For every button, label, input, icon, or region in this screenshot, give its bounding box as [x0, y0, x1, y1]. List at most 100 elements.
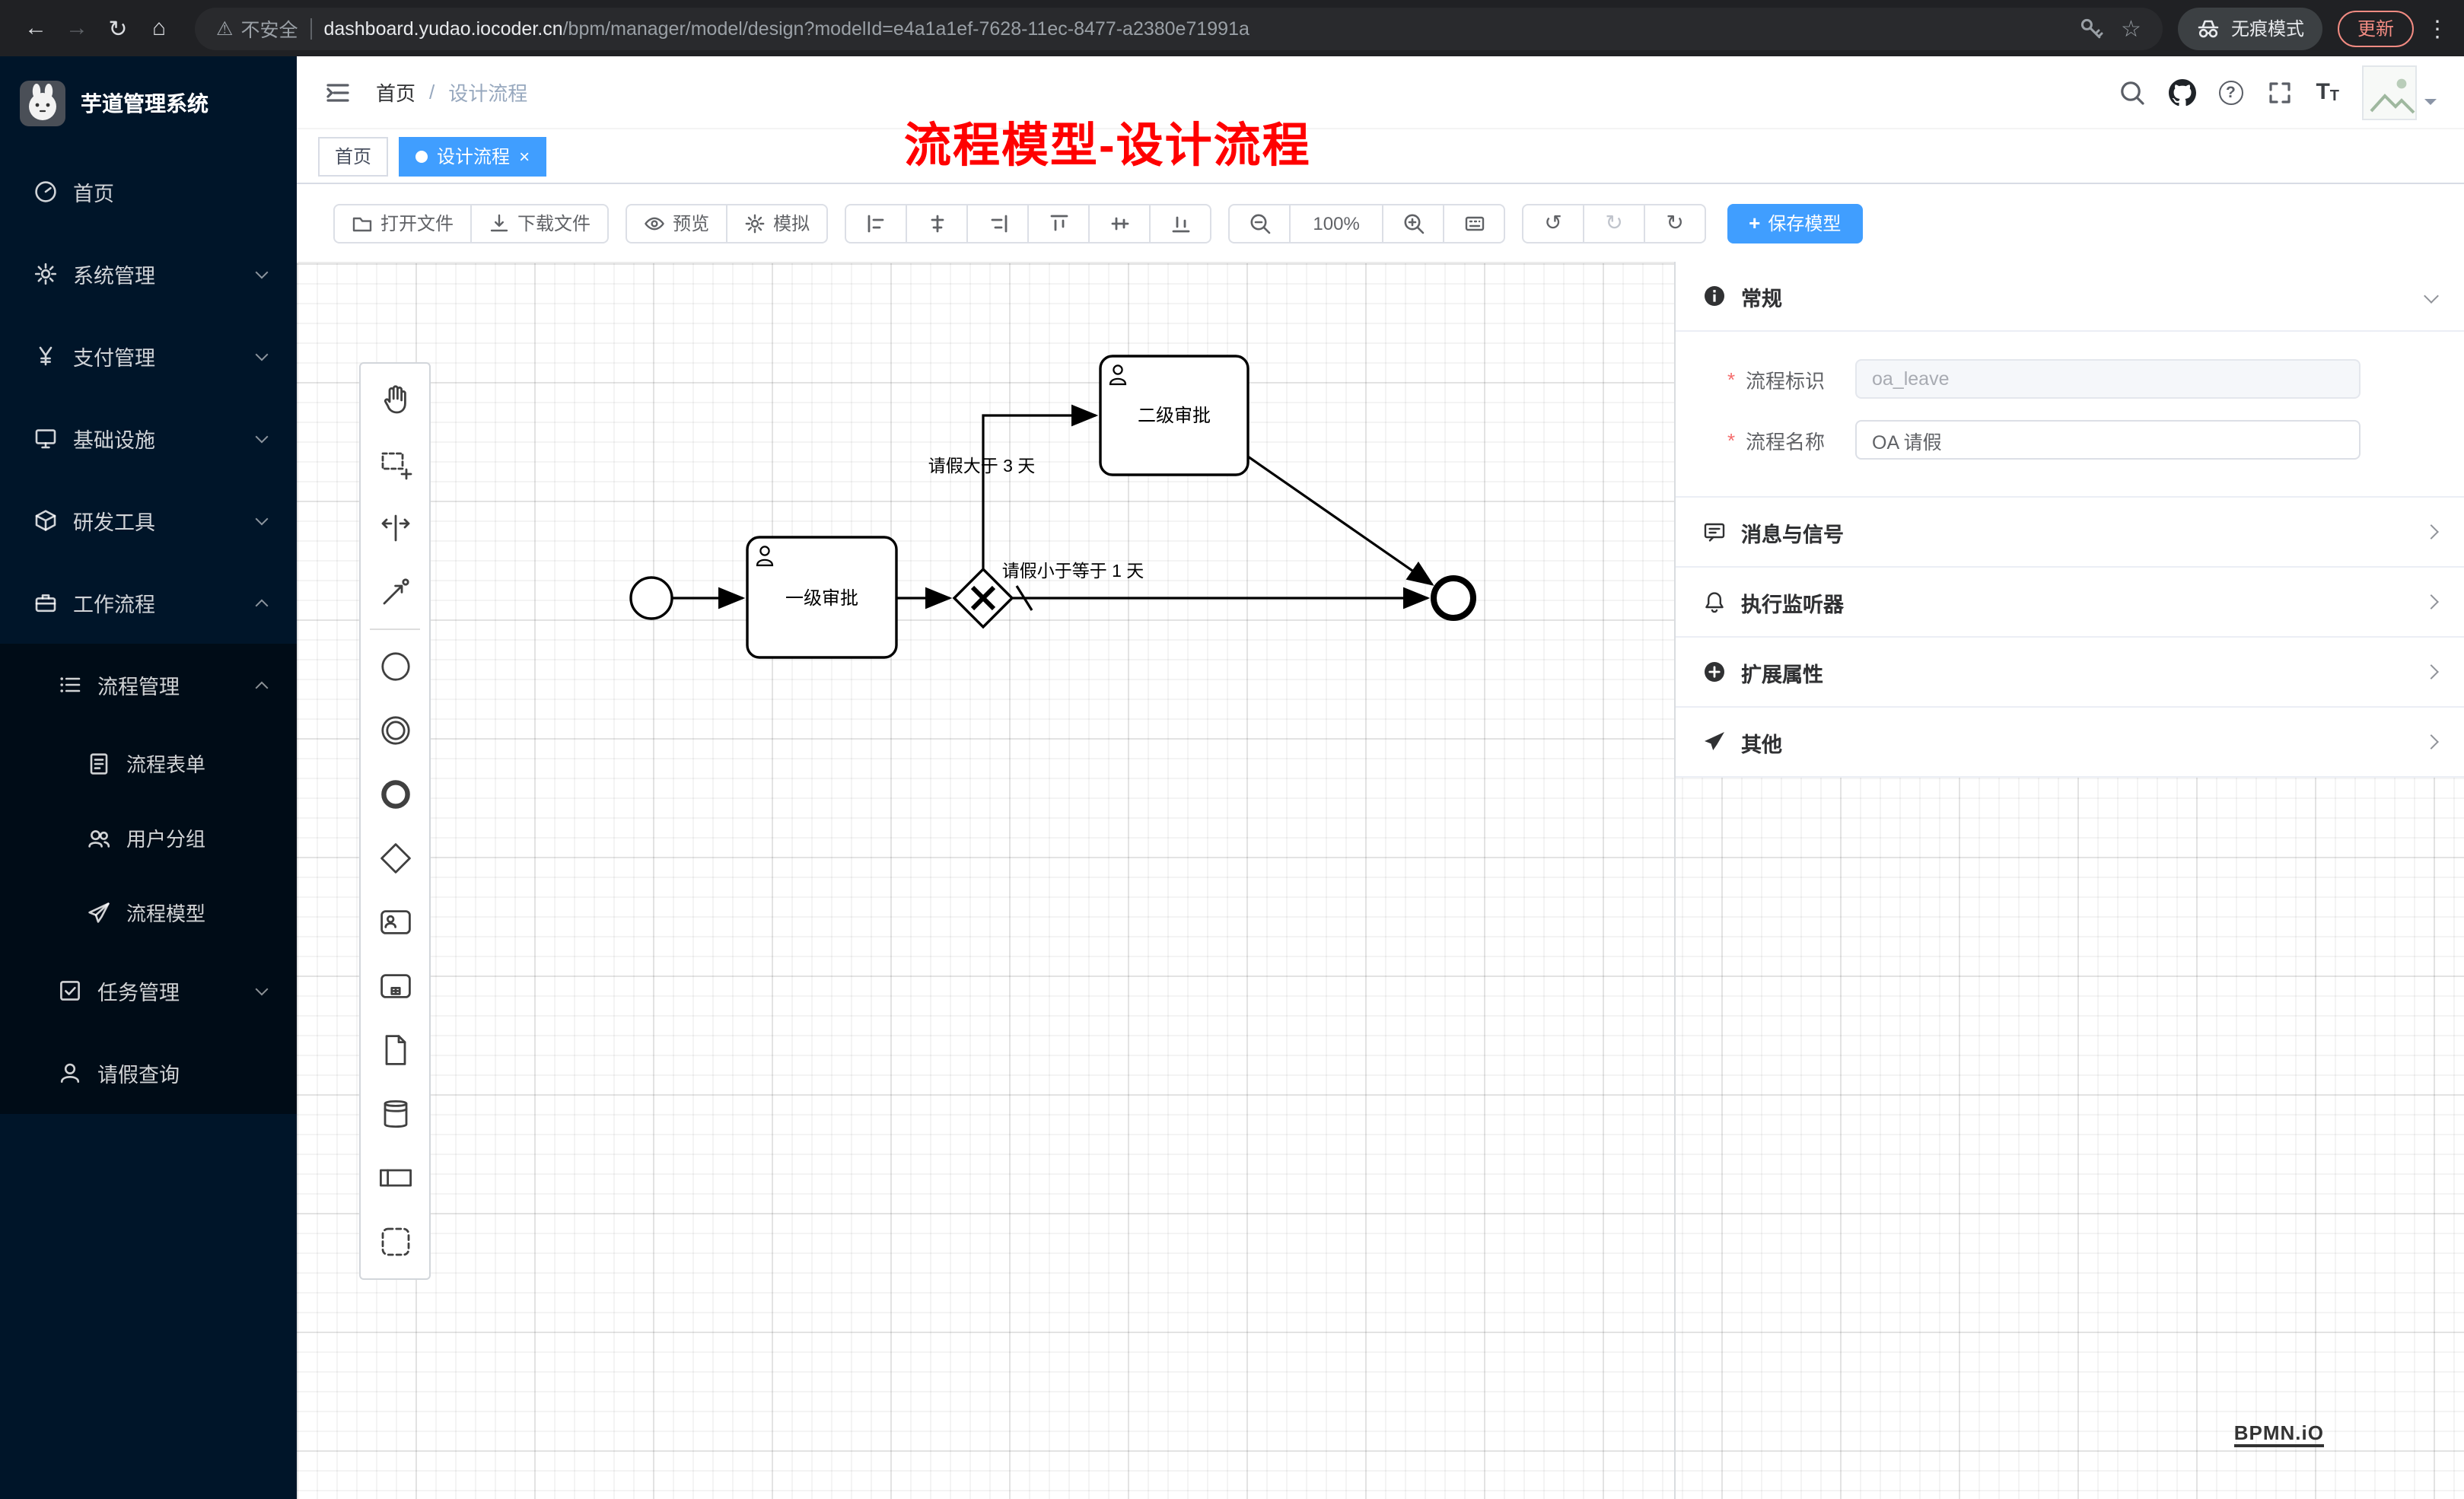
- sidebar-item-user-group[interactable]: 用户分组: [0, 800, 297, 875]
- sidebar-item-process-model[interactable]: 流程模型: [0, 875, 297, 950]
- user-avatar[interactable]: [2362, 65, 2437, 119]
- app-title: 芋道管理系统: [81, 91, 209, 116]
- sidebar-item-home[interactable]: 首页: [0, 151, 297, 233]
- section-extended-attrs[interactable]: 扩展属性: [1676, 638, 2464, 708]
- sidebar-item-system[interactable]: 系统管理: [0, 233, 297, 315]
- zoom-out-button[interactable]: [1228, 203, 1291, 243]
- browser-update-button[interactable]: 更新: [2337, 10, 2414, 46]
- user-task-icon: [759, 546, 770, 556]
- save-model-button[interactable]: + 保存模型: [1727, 203, 1863, 243]
- key-icon[interactable]: [2078, 16, 2103, 40]
- required-mark: *: [1727, 368, 1736, 390]
- restart-button[interactable]: ↻: [1644, 203, 1707, 243]
- chevron-down-icon: [2424, 98, 2437, 110]
- app-logo[interactable]: 芋道管理系统: [0, 56, 297, 151]
- refresh-icon[interactable]: ↻: [108, 16, 128, 42]
- sidebar-item-leave-query[interactable]: 请假查询: [0, 1032, 297, 1114]
- sidebar-item-process-form[interactable]: 流程表单: [0, 726, 297, 800]
- flow-gateway-to-task2[interactable]: [982, 404, 1099, 569]
- global-connect-tool-icon[interactable]: [361, 560, 429, 624]
- flow-label-le1[interactable]: 请假小于等于 1 天: [1002, 561, 1144, 581]
- preview-button[interactable]: 预览: [626, 203, 728, 243]
- task-label: 二级审批: [1138, 406, 1211, 426]
- fullscreen-icon[interactable]: [2265, 78, 2293, 106]
- align-left-button[interactable]: [845, 203, 908, 243]
- start-event-icon[interactable]: [361, 635, 429, 699]
- sidebar-item-label: 基础设施: [73, 429, 155, 452]
- bpmn-diagram: 请假大于 3 天 请假小于等于 1 天 一级审批 二级审批: [629, 355, 1476, 659]
- hand-tool-icon[interactable]: [361, 368, 429, 432]
- user-icon: [60, 1063, 80, 1083]
- process-name-input[interactable]: [1855, 420, 2361, 460]
- sidebar-item-workflow[interactable]: 工作流程: [0, 562, 297, 644]
- flow-label-gt3[interactable]: 请假大于 3 天: [928, 456, 1036, 476]
- end-event[interactable]: [1431, 575, 1476, 621]
- yen-icon: [39, 346, 53, 366]
- bookmark-star-icon[interactable]: ☆: [2121, 16, 2141, 42]
- folder-icon: [352, 216, 372, 231]
- sidebar-item-process-mgmt[interactable]: 流程管理: [0, 644, 297, 726]
- space-tool-icon[interactable]: [361, 496, 429, 560]
- tab-home[interactable]: 首页: [318, 136, 389, 176]
- undo-button[interactable]: ↺: [1522, 203, 1585, 243]
- align-center-button[interactable]: [906, 203, 969, 243]
- group-icon[interactable]: [361, 1210, 429, 1274]
- chevron-down-icon: [255, 265, 269, 278]
- sidebar-item-payment[interactable]: 支付管理: [0, 315, 297, 397]
- incognito-label: 无痕模式: [2230, 18, 2304, 40]
- url-divider: [310, 18, 312, 39]
- end-event-icon[interactable]: [361, 762, 429, 826]
- sidebar-toggle-icon[interactable]: [297, 78, 376, 106]
- user-task-icon: [1113, 364, 1123, 375]
- lasso-tool-icon[interactable]: [361, 432, 429, 496]
- tab-design-process[interactable]: 设计流程 ×: [399, 136, 547, 176]
- data-store-icon[interactable]: [361, 1082, 429, 1146]
- back-icon[interactable]: ←: [24, 15, 47, 41]
- simulate-button[interactable]: 模拟: [726, 203, 829, 243]
- open-file-button[interactable]: 打开文件: [333, 203, 473, 243]
- section-general[interactable]: 常规: [1676, 262, 2464, 332]
- align-right-button[interactable]: [966, 203, 1030, 243]
- forward-icon[interactable]: →: [65, 15, 88, 41]
- call-activity-icon[interactable]: [361, 954, 429, 1018]
- sidebar-item-label: 首页: [73, 183, 114, 205]
- section-message-signal[interactable]: 消息与信号: [1676, 498, 2464, 568]
- intermediate-event-icon[interactable]: [361, 699, 429, 762]
- sidebar-item-devtools[interactable]: 研发工具: [0, 479, 297, 562]
- search-icon[interactable]: [2118, 78, 2145, 106]
- section-execution-listener[interactable]: 执行监听器: [1676, 568, 2464, 638]
- section-other[interactable]: 其他: [1676, 708, 2464, 778]
- briefcase-icon: [35, 594, 56, 613]
- download-file-button[interactable]: 下载文件: [470, 203, 610, 243]
- align-bottom-button[interactable]: [1149, 203, 1212, 243]
- zoom-level[interactable]: 100%: [1289, 203, 1384, 243]
- align-middle-button[interactable]: [1088, 203, 1151, 243]
- flow-task2-to-end[interactable]: [1247, 455, 1434, 586]
- data-object-icon[interactable]: [361, 1018, 429, 1082]
- gateway-icon[interactable]: [361, 826, 429, 890]
- home-icon[interactable]: ⌂: [151, 15, 167, 41]
- start-event[interactable]: [629, 576, 673, 620]
- participant-icon[interactable]: [361, 1146, 429, 1210]
- exclusive-gateway[interactable]: [952, 567, 1014, 629]
- align-top-button[interactable]: [1027, 203, 1090, 243]
- user-task-icon[interactable]: [361, 890, 429, 954]
- breadcrumb-home[interactable]: 首页: [376, 82, 416, 105]
- send-icon: [88, 902, 110, 922]
- zoom-in-button[interactable]: [1382, 203, 1445, 243]
- task-first-approval[interactable]: 一级审批: [746, 536, 898, 659]
- palette-separator: [370, 629, 420, 630]
- close-icon[interactable]: ×: [519, 145, 530, 167]
- sidebar-item-infra[interactable]: 基础设施: [0, 397, 297, 479]
- browser-menu-icon[interactable]: ⋮: [2426, 16, 2449, 42]
- redo-button[interactable]: ↻: [1583, 203, 1646, 243]
- task-second-approval[interactable]: 二级审批: [1099, 355, 1250, 476]
- incognito-badge[interactable]: 无痕模式: [2177, 7, 2322, 49]
- bpmn-io-watermark[interactable]: BPMN.iO: [2233, 1421, 2324, 1447]
- zoom-reset-button[interactable]: [1443, 203, 1506, 243]
- address-bar[interactable]: ⚠ 不安全 dashboard.yudao.iocoder.cn/bpm/man…: [195, 7, 2163, 49]
- help-icon[interactable]: ?: [2218, 80, 2243, 104]
- github-icon[interactable]: [2168, 78, 2196, 106]
- sidebar-item-task-mgmt[interactable]: 任务管理: [0, 950, 297, 1032]
